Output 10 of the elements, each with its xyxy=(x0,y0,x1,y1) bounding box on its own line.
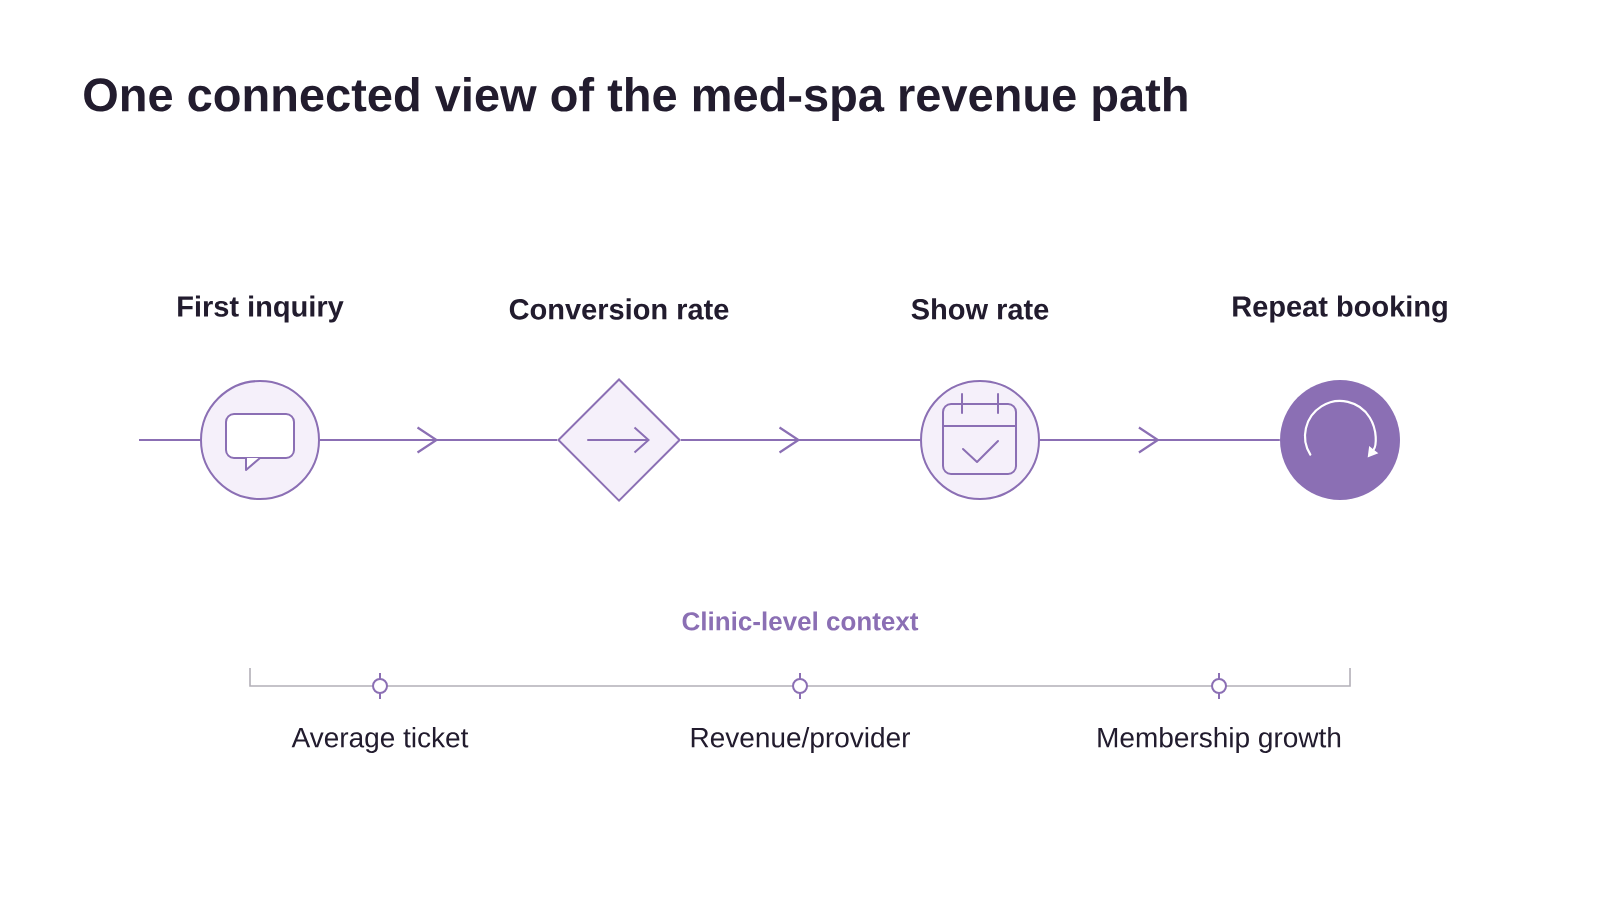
stage-label: Show rate xyxy=(911,298,1049,320)
connector-line xyxy=(139,438,200,442)
stage-label: Conversion rate xyxy=(509,298,729,320)
stage-label: Repeat booking xyxy=(1233,295,1447,323)
metric-label: Revenue/provider xyxy=(691,726,910,754)
metric-label: Average ticket xyxy=(291,726,469,754)
metric-label: Membership growth xyxy=(1098,726,1341,754)
stage-label: First inquiry xyxy=(178,295,344,323)
section-heading: Clinic-level context xyxy=(682,611,919,631)
title: One connected view of the med-spa revenue path xyxy=(84,77,1187,121)
